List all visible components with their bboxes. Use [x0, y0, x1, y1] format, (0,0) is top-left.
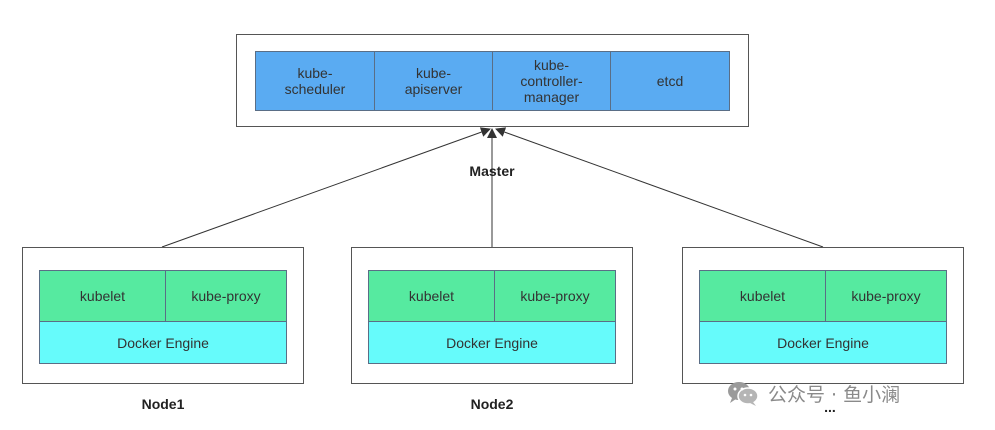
node3-kubelet: kubelet	[699, 270, 826, 322]
wechat-icon	[728, 382, 759, 406]
master-component-scheduler: kube- scheduler	[255, 51, 375, 111]
watermark-text: 公众号 · 鱼小澜	[768, 383, 901, 406]
node1-kube-proxy: kube-proxy	[165, 270, 287, 322]
node1-docker-engine: Docker Engine	[39, 321, 287, 364]
node3-docker-engine: Docker Engine	[699, 321, 947, 364]
watermark: 公众号 · 鱼小澜	[726, 378, 976, 408]
node3-label: ...	[824, 399, 836, 415]
arrow-node3-to-master	[495, 127, 824, 248]
node3-kube-proxy: kube-proxy	[825, 270, 947, 322]
node2-docker-engine: Docker Engine	[368, 321, 616, 364]
master-component-controller-manager: kube- controller- manager	[492, 51, 611, 111]
node2-kube-proxy: kube-proxy	[494, 270, 616, 322]
node2-kubelet: kubelet	[368, 270, 495, 322]
master-component-etcd: etcd	[610, 51, 730, 111]
node2-label: Node2	[470, 396, 514, 412]
arrow-node1-to-master	[161, 127, 491, 248]
master-label: Master	[469, 163, 515, 179]
master-component-apiserver: kube- apiserver	[374, 51, 493, 111]
node1-label: Node1	[141, 396, 185, 412]
node1-kubelet: kubelet	[39, 270, 166, 322]
